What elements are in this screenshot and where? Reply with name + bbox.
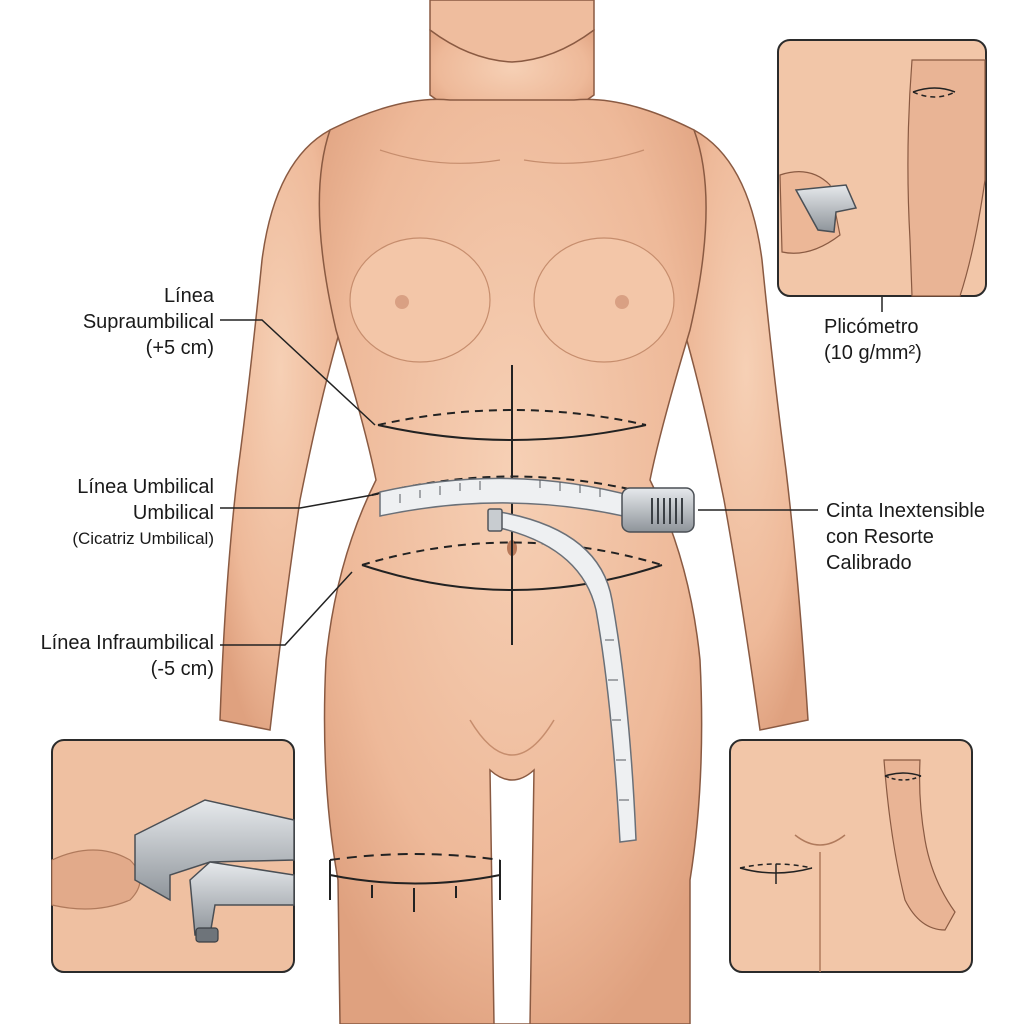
label-caliper: Plicómetro (10 g/mm²) <box>824 314 922 366</box>
label-infra-line1: Línea Infraumbilical <box>40 632 214 654</box>
label-supra-line3: (+5 cm) <box>145 337 214 359</box>
label-infraumbilical: Línea Infraumbilical (-5 cm) <box>41 630 214 682</box>
measurement-lines <box>329 365 663 912</box>
body-figure <box>219 0 809 1024</box>
label-caliper-line1: Plicómetro <box>824 316 919 338</box>
label-supra-line2: Supraumbilical <box>82 311 214 333</box>
label-tape-line3: Calibrado <box>826 552 912 574</box>
supra-ring-front <box>377 424 647 441</box>
inset-back-view <box>729 739 973 973</box>
label-umbilical-line3: (Cicatriz Umbilical) <box>72 529 214 548</box>
label-umbilical-line2: Umbilical <box>132 502 214 524</box>
label-infra-line2: (-5 cm) <box>150 658 214 680</box>
label-umbilical: Línea Umbilical Umbilical (Cicatriz Umbi… <box>72 474 214 552</box>
label-tape: Cinta Inextensible con Resorte Calibrado <box>826 498 985 576</box>
supra-ring-back <box>377 409 647 426</box>
label-umbilical-line1: Línea Umbilical <box>77 476 214 498</box>
label-tape-line2: con Resorte <box>826 526 934 548</box>
label-caliper-line2: (10 g/mm²) <box>824 342 922 364</box>
tape-measure <box>379 477 695 843</box>
inset-arm-caliper <box>777 39 987 297</box>
label-supraumbilical: Línea Supraumbilical (+5 cm) <box>83 283 214 361</box>
inset-abdomen-skinfold <box>51 739 295 973</box>
label-supra-line1: Línea <box>163 285 214 307</box>
label-tape-line1: Cinta Inextensible <box>826 500 985 522</box>
